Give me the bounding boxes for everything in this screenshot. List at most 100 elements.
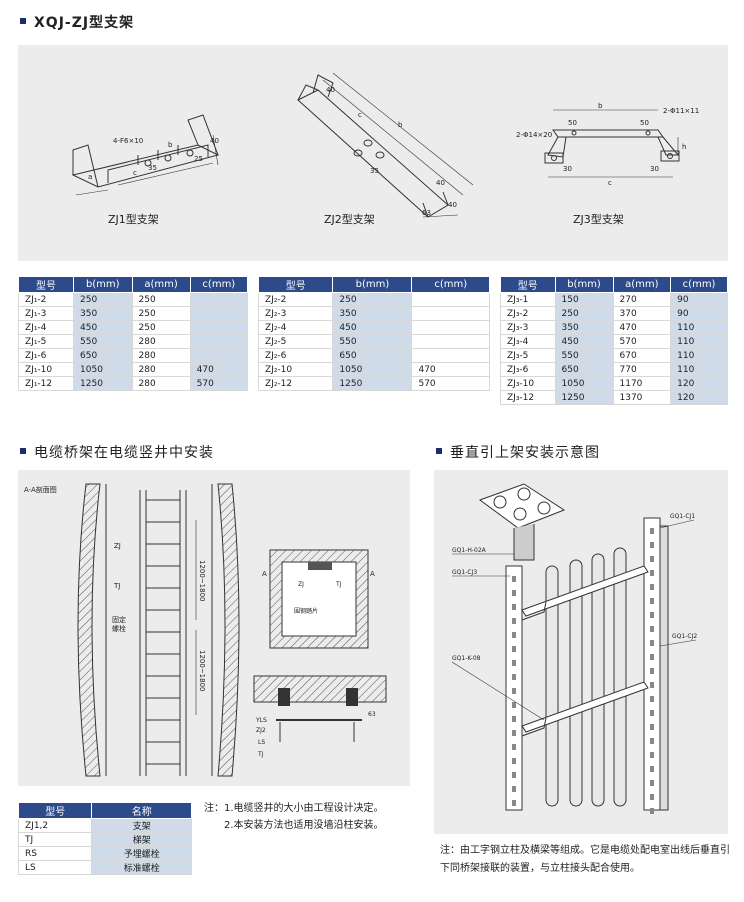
crossbeams xyxy=(521,565,649,737)
table-cell: ZJ₁-12 xyxy=(17,376,75,391)
table-cell xyxy=(411,334,490,349)
svg-text:螺栓: 螺栓 xyxy=(112,624,126,633)
label-plate: 围钢踏片 xyxy=(294,607,318,615)
label-tj-small: TJ xyxy=(335,581,342,588)
note-line-1: 注：1.电缆竖井的大小由工程设计决定。 xyxy=(204,803,384,814)
table-cell: ZJ₁-10 xyxy=(17,362,75,377)
post-hole xyxy=(512,604,516,610)
table-cell: ZJ₃-1 xyxy=(500,292,556,307)
table-cell: 150 xyxy=(554,292,614,307)
zj-diagrams-svg: 4-F6×10 a b c 35 25 40 ZJ1型支架 40 c b 35 … xyxy=(71,72,699,226)
bullet-square-icon xyxy=(20,18,26,24)
post-hole xyxy=(512,632,516,638)
post-hole xyxy=(512,646,516,652)
top-plate xyxy=(478,483,566,561)
table-cell: ZJ₂-6 xyxy=(257,348,334,363)
post-hole xyxy=(512,660,516,666)
table-cell: 280 xyxy=(131,348,191,363)
table-cell: 1250 xyxy=(332,376,413,391)
zj3-label-30a: 30 xyxy=(563,165,572,173)
shaft-notes: 注：1.电缆竖井的大小由工程设计决定。 2.本安装方法也适用没墙沿柱安装。 xyxy=(204,800,419,834)
post-hole xyxy=(512,730,516,736)
table-cell: ZJ₂-4 xyxy=(257,320,334,335)
post-hole xyxy=(512,702,516,708)
table-cell: 280 xyxy=(131,334,191,349)
table-cell: 1370 xyxy=(612,390,672,405)
table-cell: 250 xyxy=(554,306,614,321)
table-cell: 予埋螺栓 xyxy=(91,846,192,861)
table-cell: 支架 xyxy=(91,818,192,833)
table-cell: 450 xyxy=(554,334,614,349)
table-cell: ZJ₂-10 xyxy=(257,362,334,377)
zj1-label-35: 35 xyxy=(148,164,157,172)
table-cell: 110 xyxy=(670,362,728,377)
table-cell: 280 xyxy=(131,376,191,391)
table-cell: 670 xyxy=(612,348,672,363)
table-cell: 1050 xyxy=(73,362,133,377)
post-hole xyxy=(650,556,654,562)
post-hole xyxy=(650,682,654,688)
post-hole xyxy=(512,758,516,764)
table-cell: 350 xyxy=(554,320,614,335)
table-cell: 90 xyxy=(670,292,728,307)
table-cell xyxy=(189,320,249,335)
zj1-label-a: a xyxy=(88,173,92,181)
post-hole xyxy=(650,780,654,786)
post-hole xyxy=(512,772,516,778)
table-cell: 550 xyxy=(554,348,614,363)
table-cell: 650 xyxy=(554,362,614,377)
table-cell: ZJ₁-3 xyxy=(17,306,75,321)
table-cell: 350 xyxy=(332,306,413,321)
label-cj2: GQ1-CJ2 xyxy=(672,633,697,640)
table-cell: 110 xyxy=(670,348,728,363)
table-cell: ZJ₃-5 xyxy=(500,348,556,363)
cable-ladder xyxy=(139,490,187,776)
table-cell: 1250 xyxy=(73,376,133,391)
table-cell: 280 xyxy=(131,362,191,377)
zj3-label-c: c xyxy=(608,179,612,187)
zj3-label-50b: 50 xyxy=(640,119,649,127)
zj2-drawing xyxy=(297,72,474,218)
table-cell: 570 xyxy=(189,376,249,391)
zj3-caption: ZJ3型支架 xyxy=(573,212,624,226)
table-cell xyxy=(189,348,249,363)
bullet-square-icon xyxy=(436,448,442,454)
vertical-note: 注：由工字钢立柱及横梁等组成。它是电缆处配电室出线后垂直引下同桥架接联的装置，与… xyxy=(440,845,730,874)
post-hole xyxy=(512,786,516,792)
table-cell: 120 xyxy=(670,376,728,391)
table-cell: ZJ₁-2 xyxy=(17,292,75,307)
table-cell: 110 xyxy=(670,320,728,335)
table-cell: 550 xyxy=(73,334,133,349)
table-cell: 250 xyxy=(131,306,191,321)
post-hole xyxy=(512,674,516,680)
table-cell: 250 xyxy=(131,292,191,307)
table-cell: 1170 xyxy=(612,376,672,391)
post-hole xyxy=(512,688,516,694)
label-yls: YLS xyxy=(255,717,267,724)
post-hole xyxy=(650,612,654,618)
table-cell: ZJ1,2 xyxy=(17,818,93,833)
label-tj: TJ xyxy=(113,582,120,590)
label-h02a: GQ1-H-02A xyxy=(452,547,487,554)
table-header-row: 型号 名称 xyxy=(17,802,192,819)
zj1-label-hole: 4-F6×10 xyxy=(113,137,143,145)
vertical-posts xyxy=(505,517,669,811)
zj-diagram-panel: 4-F6×10 a b c 35 25 40 ZJ1型支架 40 c b 35 … xyxy=(18,45,728,261)
dim-label-2: 1200~1800 xyxy=(198,650,206,692)
table-cell: ZJ₁-5 xyxy=(17,334,75,349)
post-hole xyxy=(650,794,654,800)
